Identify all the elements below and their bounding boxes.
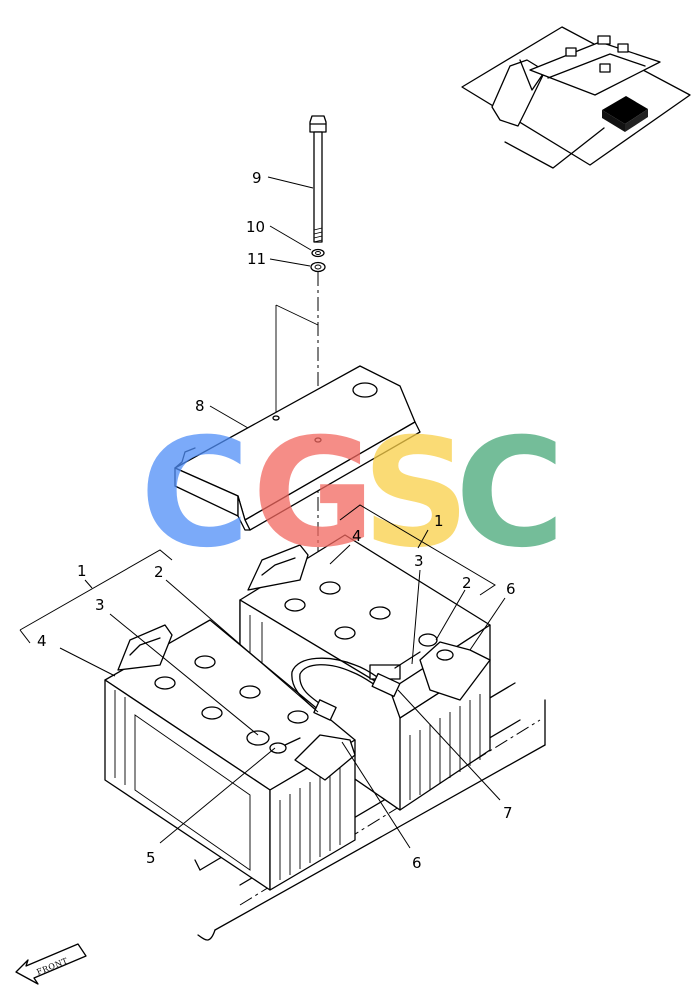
callout-1-rear: 1 [434,512,444,530]
watermark-letter-s: S [362,407,470,581]
callout-3-front: 3 [95,596,105,614]
callout-1-front: 1 [77,562,87,580]
callout-2-front: 2 [154,563,164,581]
battery-connecting-cable [291,657,401,721]
callout-4-front: 4 [37,632,47,650]
callout-11: 11 [247,250,266,268]
front-arrow-icon: FRONT [15,943,87,985]
callout-2-rear: 2 [462,574,472,592]
callout-5: 5 [146,849,156,867]
battery-front [104,619,356,891]
spring-washer-part [311,248,325,258]
callout-4-rear: 4 [352,527,362,545]
callout-6-front: 6 [412,854,422,872]
callout-10: 10 [246,218,265,236]
bolt-part [309,115,327,243]
watermark-letter-c: C [455,407,565,581]
watermark-letter-c: C [140,407,250,581]
plain-washer-part [310,261,326,273]
battery-hold-down-bracket [174,365,421,531]
callout-3-rear: 3 [414,552,424,570]
callout-9: 9 [252,169,262,187]
callout-7: 7 [503,804,513,822]
callout-8: 8 [195,397,205,415]
callout-numbers: 9 10 11 8 1 1 2 2 3 3 4 4 5 6 6 7 [37,169,516,872]
watermark-letter-g: G [252,407,375,581]
cgsc-watermark: C G S C [140,407,565,581]
machine-location-inset-icon [461,26,691,169]
leader-lines [19,176,506,849]
callout-6-rear: 6 [506,580,516,598]
